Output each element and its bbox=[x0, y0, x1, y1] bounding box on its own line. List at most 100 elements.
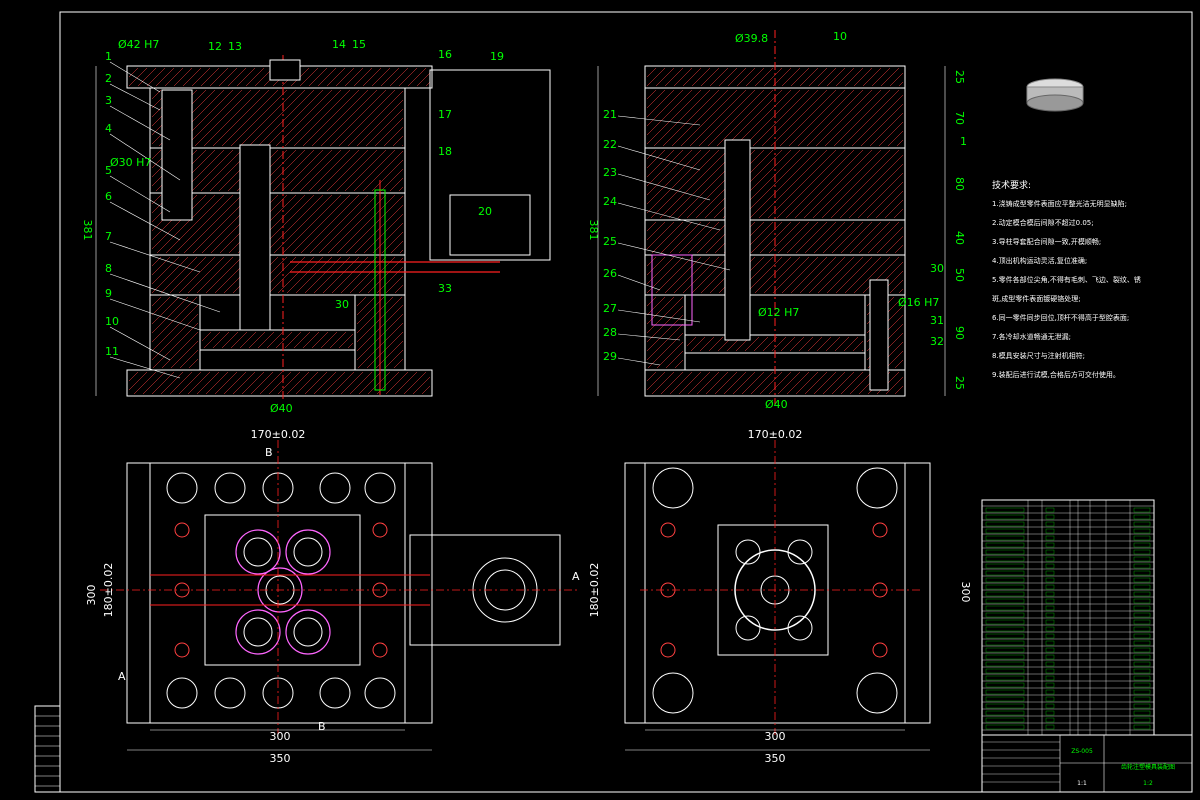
hatch-line bbox=[745, 256, 783, 294]
plan-left-gear bbox=[235, 529, 281, 575]
hatch-line bbox=[898, 288, 904, 294]
hatch-line bbox=[795, 371, 819, 395]
left-part-number: 7 bbox=[105, 230, 112, 243]
hatch-line bbox=[383, 126, 404, 147]
hatch-line bbox=[133, 371, 157, 395]
hatch-line bbox=[646, 221, 657, 232]
hatch-line bbox=[239, 89, 297, 147]
right-part-number: 30 bbox=[930, 262, 944, 275]
hatch-line bbox=[678, 221, 711, 254]
hatch-line bbox=[806, 89, 864, 147]
parts-list-entry bbox=[1133, 703, 1151, 709]
hatch-line bbox=[772, 256, 810, 294]
hatch-line bbox=[344, 149, 387, 192]
parts-list-entry bbox=[1133, 535, 1151, 541]
hatch-line bbox=[151, 313, 199, 361]
parts-list-entry bbox=[1045, 535, 1055, 541]
plan-right-screw bbox=[660, 522, 676, 538]
right-stack-dim: 50 bbox=[953, 268, 966, 282]
hatch-line bbox=[664, 67, 684, 87]
plan-left-dim-inner: 180±0.02 bbox=[102, 563, 115, 618]
hatch-line bbox=[335, 149, 378, 192]
hatch-line bbox=[318, 194, 378, 254]
hatch-line bbox=[646, 296, 666, 316]
hatch-line bbox=[843, 336, 859, 352]
hatch-line bbox=[146, 67, 166, 87]
hatch-line bbox=[885, 350, 904, 369]
parts-list-entry bbox=[1133, 521, 1151, 527]
plan-left-gear bbox=[235, 609, 281, 655]
hatch-line bbox=[795, 221, 828, 254]
hatch-line bbox=[151, 89, 162, 100]
plan-left-dim-bottom: 350 bbox=[270, 752, 291, 765]
hatch-line bbox=[218, 67, 238, 87]
tech-note-line: 4.顶出机构运动灵活,复位准确; bbox=[992, 256, 1087, 265]
hatch-line bbox=[268, 256, 306, 294]
hatch-line bbox=[678, 371, 702, 395]
right-part-number: 32 bbox=[930, 335, 944, 348]
hatch-line bbox=[786, 221, 819, 254]
hatch-line bbox=[673, 67, 693, 87]
right-dim-bottom: Ø40 bbox=[765, 398, 788, 411]
hatch-line bbox=[338, 333, 354, 349]
parts-list-entry bbox=[1045, 528, 1055, 534]
hatch-line bbox=[709, 67, 729, 87]
hatch-line bbox=[831, 371, 855, 395]
hatch-line bbox=[852, 340, 864, 352]
parts-list-entry bbox=[1133, 598, 1151, 604]
plan-left-gear bbox=[285, 609, 331, 655]
left-part-number: 2 bbox=[105, 72, 112, 85]
hatch-line bbox=[257, 331, 275, 349]
title-block-title: 齿轮注塑模具装配图 bbox=[1121, 763, 1175, 771]
left-top-clamp-hatch bbox=[128, 67, 431, 87]
hatch-line bbox=[356, 296, 376, 316]
parts-list-entry bbox=[1133, 549, 1151, 555]
tech-note-line: 3.导柱导套配合间隙一致,开模顺畅; bbox=[992, 237, 1101, 246]
hatch-line bbox=[394, 284, 404, 294]
hatch-line bbox=[646, 149, 657, 160]
hatch-line bbox=[169, 256, 207, 294]
hatch-line bbox=[421, 385, 431, 395]
hatch-line bbox=[659, 149, 729, 219]
hatch-line bbox=[353, 149, 396, 192]
left-part-number: 16 bbox=[438, 48, 452, 61]
hatch-line bbox=[151, 296, 198, 343]
left-part-number: 33 bbox=[438, 282, 452, 295]
hatch-line bbox=[653, 89, 711, 147]
left-ejector-pin bbox=[374, 189, 386, 391]
hatch-line bbox=[871, 67, 891, 87]
hatch-line bbox=[826, 256, 864, 294]
parts-list-entry bbox=[1045, 563, 1055, 569]
hatch-line bbox=[362, 67, 382, 87]
parts-list-entry bbox=[1045, 668, 1055, 674]
left-hot-runner-box bbox=[429, 69, 551, 261]
right-dim-mid: Ø12 H7 bbox=[758, 306, 799, 319]
hatch-line bbox=[646, 67, 657, 78]
hatch-line bbox=[777, 221, 810, 254]
plan-left-inner bbox=[149, 462, 406, 724]
left-part-number: 5 bbox=[105, 164, 112, 177]
hatch-line bbox=[308, 149, 351, 192]
hatch-line bbox=[898, 81, 904, 87]
hatch-line bbox=[750, 371, 774, 395]
hatch-line bbox=[311, 89, 369, 147]
hatch-line bbox=[646, 371, 666, 391]
hatch-line bbox=[682, 67, 702, 87]
hatch-line bbox=[789, 336, 805, 352]
hatch-line bbox=[646, 89, 684, 127]
hatch-line bbox=[266, 331, 284, 349]
hatch-line bbox=[128, 67, 148, 87]
hatch-line bbox=[329, 89, 387, 147]
hatch-line bbox=[335, 67, 355, 87]
hatch-line bbox=[894, 359, 904, 369]
hatch-line bbox=[779, 89, 837, 147]
hatch-line bbox=[390, 240, 404, 254]
hatch-line bbox=[170, 340, 199, 369]
left-spacer-left-hatch bbox=[151, 296, 199, 369]
hatch-line bbox=[761, 89, 819, 147]
left-part-number: 15 bbox=[352, 38, 366, 51]
hatch-line bbox=[313, 371, 337, 395]
hatch-line bbox=[799, 256, 837, 294]
hatch-line bbox=[862, 67, 882, 87]
